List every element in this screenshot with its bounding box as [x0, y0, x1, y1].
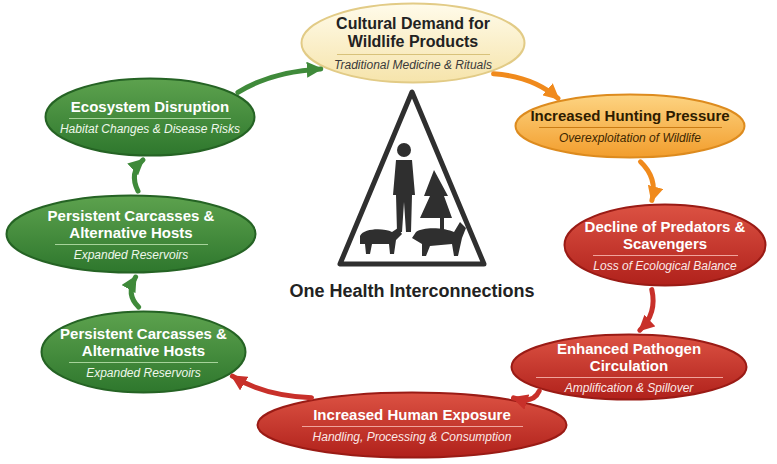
- node-heading: Increased Hunting Pressure: [530, 107, 729, 124]
- node-subtitle: Loss of Ecological Balance: [593, 259, 736, 273]
- node-heading: Cultural Demand for Wildlife Products: [323, 15, 503, 51]
- node-heading: Decline of Predators & Scavengers: [580, 218, 750, 252]
- center-caption: One Health Interconnections: [232, 281, 592, 302]
- node-subtitle: Overexploitation of Wildlife: [559, 131, 701, 145]
- node-heading: Persistent Carcasses & Alternative Hosts: [56, 325, 231, 359]
- warning-triangle: [340, 92, 484, 264]
- cycle-arrow: [514, 391, 540, 400]
- divider-line: [69, 118, 231, 119]
- node-subtitle: Habitat Changes & Disease Risks: [60, 122, 240, 136]
- ellipse-outline: [514, 93, 746, 159]
- cycle-ellipse: Increased Human ExposureHandling, Proces…: [256, 391, 568, 459]
- cycle-ellipse: Increased Hunting PressureOverexploitati…: [514, 93, 746, 159]
- cycle-arrow: [131, 277, 139, 307]
- divider-line: [536, 377, 723, 378]
- cycle-arrow: [641, 162, 654, 201]
- cycle-arrow: [232, 376, 311, 398]
- node-heading: Enhanced Pathogen Circulation: [519, 340, 739, 374]
- cycle-ellipse: Enhanced Pathogen CirculationAmplificati…: [510, 333, 748, 401]
- cycle-ellipse: Persistent Carcasses & Alternative Hosts…: [40, 310, 247, 394]
- divider-line: [69, 362, 218, 363]
- node-subtitle: Traditional Medicine & Rituals: [334, 58, 492, 72]
- divider-line: [55, 244, 208, 245]
- node-subtitle: Handling, Processing & Consumption: [313, 430, 512, 444]
- cycle-ellipse: Decline of Predators & ScavengersLoss of…: [563, 203, 767, 287]
- node-subtitle: Amplification & Spillover: [565, 381, 694, 395]
- cycle-arrow: [238, 69, 321, 92]
- divider-line: [337, 54, 490, 55]
- divider-line: [593, 255, 738, 256]
- node-heading: Persistent Carcasses & Alternative Hosts: [41, 207, 221, 241]
- divider-line: [302, 426, 523, 427]
- ellipse-outline: [256, 391, 568, 459]
- node-heading: Increased Human Exposure: [313, 406, 511, 423]
- node-subtitle: Expanded Reservoirs: [74, 248, 189, 262]
- cycle-arrow: [640, 290, 653, 331]
- node-subtitle: Expanded Reservoirs: [86, 366, 201, 380]
- cycle-ellipse: Cultural Demand for Wildlife ProductsTra…: [300, 2, 526, 84]
- cycle-ellipse: Persistent Carcasses & Alternative Hosts…: [5, 194, 257, 274]
- cycle-arrow: [494, 74, 558, 99]
- silhouettes: [360, 143, 466, 256]
- divider-line: [539, 127, 722, 128]
- ellipse-outline: [44, 77, 256, 157]
- cycle-arrow: [134, 160, 143, 191]
- cycle-ellipse: Ecosystem DisruptionHabitat Changes & Di…: [44, 77, 256, 157]
- node-heading: Ecosystem Disruption: [71, 98, 229, 115]
